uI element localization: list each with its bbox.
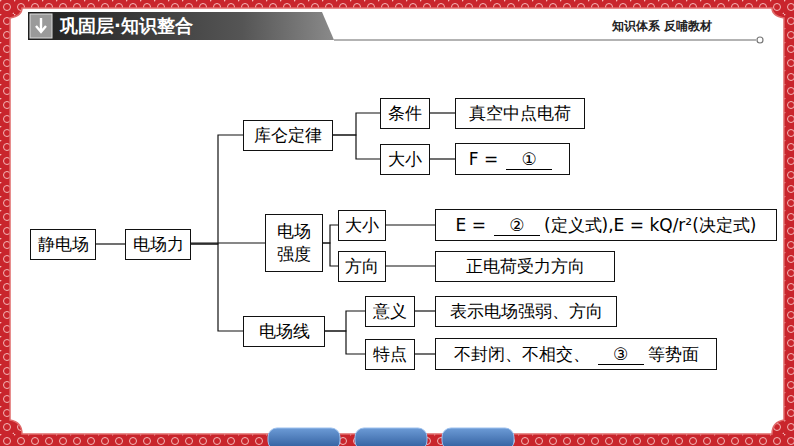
tree-connector — [386, 224, 435, 225]
box-text: 等势面 — [648, 343, 699, 366]
concept-box: 表示电场强弱、方向 — [435, 296, 617, 327]
concept-box: 不封闭、不相交、 ③等势面 — [435, 338, 717, 370]
box-text: ③ — [598, 344, 644, 365]
box-text: 方向 — [345, 255, 379, 278]
tree-connector — [386, 265, 435, 266]
concept-box: 特点 — [365, 339, 415, 370]
concept-box: 真空中点电荷 — [455, 98, 585, 129]
arrow-icon — [30, 14, 52, 38]
concept-box: 条件 — [380, 98, 430, 129]
box-text: 电场 强度 — [272, 220, 316, 266]
arrow-icon-glyph — [36, 18, 46, 32]
box-text: 静电场 — [38, 233, 89, 256]
box-text: 真空中点电荷 — [469, 102, 571, 125]
tree-connector — [333, 135, 380, 159]
nav-button — [355, 428, 427, 446]
concept-box: 大小 — [338, 210, 386, 241]
box-text: 大小 — [388, 148, 422, 171]
concept-box: 电场力 — [125, 229, 191, 260]
tree-connector — [325, 331, 365, 354]
concept-box: 正电荷受力方向 — [435, 251, 615, 282]
concept-box: F = ① — [455, 143, 570, 175]
concept-box: 大小 — [380, 144, 430, 175]
tree-connector — [333, 113, 380, 135]
tree-connector — [415, 353, 435, 354]
concept-box: 库仑定律 — [243, 120, 333, 151]
box-text: 正电荷受力方向 — [466, 255, 585, 278]
box-text: 不封闭、不相交、 — [454, 343, 590, 366]
rule-dot — [757, 37, 763, 43]
title-bar — [28, 12, 334, 40]
box-text: 电场力 — [133, 233, 184, 256]
box-text: 特点 — [373, 343, 407, 366]
box-text: E = — [456, 215, 486, 235]
title-rule — [334, 39, 756, 41]
box-text: 意义 — [373, 300, 407, 323]
tree-connector — [415, 310, 435, 311]
box-text: ① — [506, 149, 552, 170]
box-text: 条件 — [388, 102, 422, 125]
tree-connector — [323, 243, 338, 266]
white-panel — [10, 8, 784, 434]
slide-title: 巩固层·知识整合 — [60, 12, 193, 40]
tree-connector — [191, 244, 243, 331]
header-note: 知识体系 反哺教材 — [612, 18, 712, 35]
tree-connector — [191, 135, 243, 244]
tree-connector — [96, 243, 125, 244]
concept-box: 方向 — [338, 251, 386, 282]
tree-connector — [430, 158, 455, 159]
concept-box: 意义 — [365, 296, 415, 327]
nav-button — [442, 428, 514, 446]
tree-connector — [323, 225, 338, 243]
nav-button — [268, 428, 340, 446]
box-text: 电场线 — [259, 320, 310, 343]
box-text: 表示电场强弱、方向 — [450, 300, 603, 323]
concept-box: 电场线 — [243, 316, 325, 347]
concept-box: 电场 强度 — [265, 214, 323, 272]
box-text: ② — [494, 215, 540, 236]
box-text: 库仑定律 — [254, 124, 322, 147]
box-text: F = — [469, 149, 498, 169]
concept-box: E = ②(定义式),E = kQ/r²(决定式) — [435, 209, 777, 241]
box-text: 大小 — [345, 214, 379, 237]
box-text: (定义式),E = kQ/r²(决定式) — [544, 214, 756, 237]
tree-connector — [325, 311, 365, 331]
concept-box: 静电场 — [30, 229, 96, 260]
tree-connector — [430, 112, 455, 113]
